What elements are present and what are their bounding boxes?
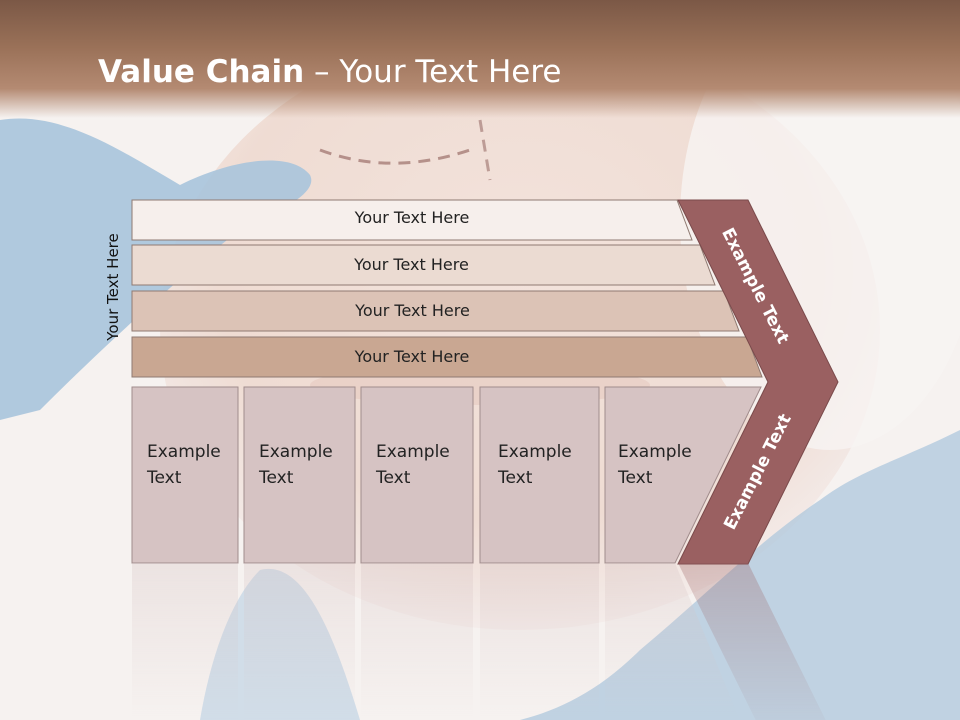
value-row-4[interactable]: Your Text Here [131,336,763,378]
page-title: Value Chain – Your Text Here [98,54,561,90]
activity-box-4-line2: Text [498,468,533,488]
value-row-2-label: Your Text Here [354,255,469,274]
value-row-1-label: Your Text Here [354,208,470,227]
activity-box-5-line2: Text [618,468,653,488]
value-row-1-shape [131,199,693,241]
activity-box-5-line1: Example [618,442,692,462]
value-row-3-label: Your Text Here [355,301,470,320]
activity-box-1-shape [131,386,239,564]
activity-box-4-shape [479,386,600,564]
value-row-4-shape [131,336,763,378]
activity-box-4-line1: Example [498,442,572,462]
value-row-3-shape [131,290,740,332]
value-row-2[interactable]: Your Text Here [131,244,716,286]
activity-box-2-shape [243,386,356,564]
activity-box-2-line1: Example [259,442,333,462]
title-bold: Value Chain [98,54,305,90]
chevron-shape [677,199,839,565]
value-row-2-shape [131,244,716,286]
activity-box-1-line1: Example [147,442,221,462]
activity-box-3-shape [360,386,474,564]
activity-box-3-line1: Example [376,442,450,462]
value-row-1[interactable]: Your Text Here [131,199,693,241]
activity-box-1-line2: Text [147,468,182,488]
value-row-3[interactable]: Your Text Here [131,290,740,332]
title-rest: – Your Text Here [304,54,562,90]
activity-box-3-line2: Text [376,468,411,488]
title-bar [0,0,960,118]
activity-box-2-line2: Text [259,468,294,488]
value-row-4-label: Your Text Here [354,347,470,366]
